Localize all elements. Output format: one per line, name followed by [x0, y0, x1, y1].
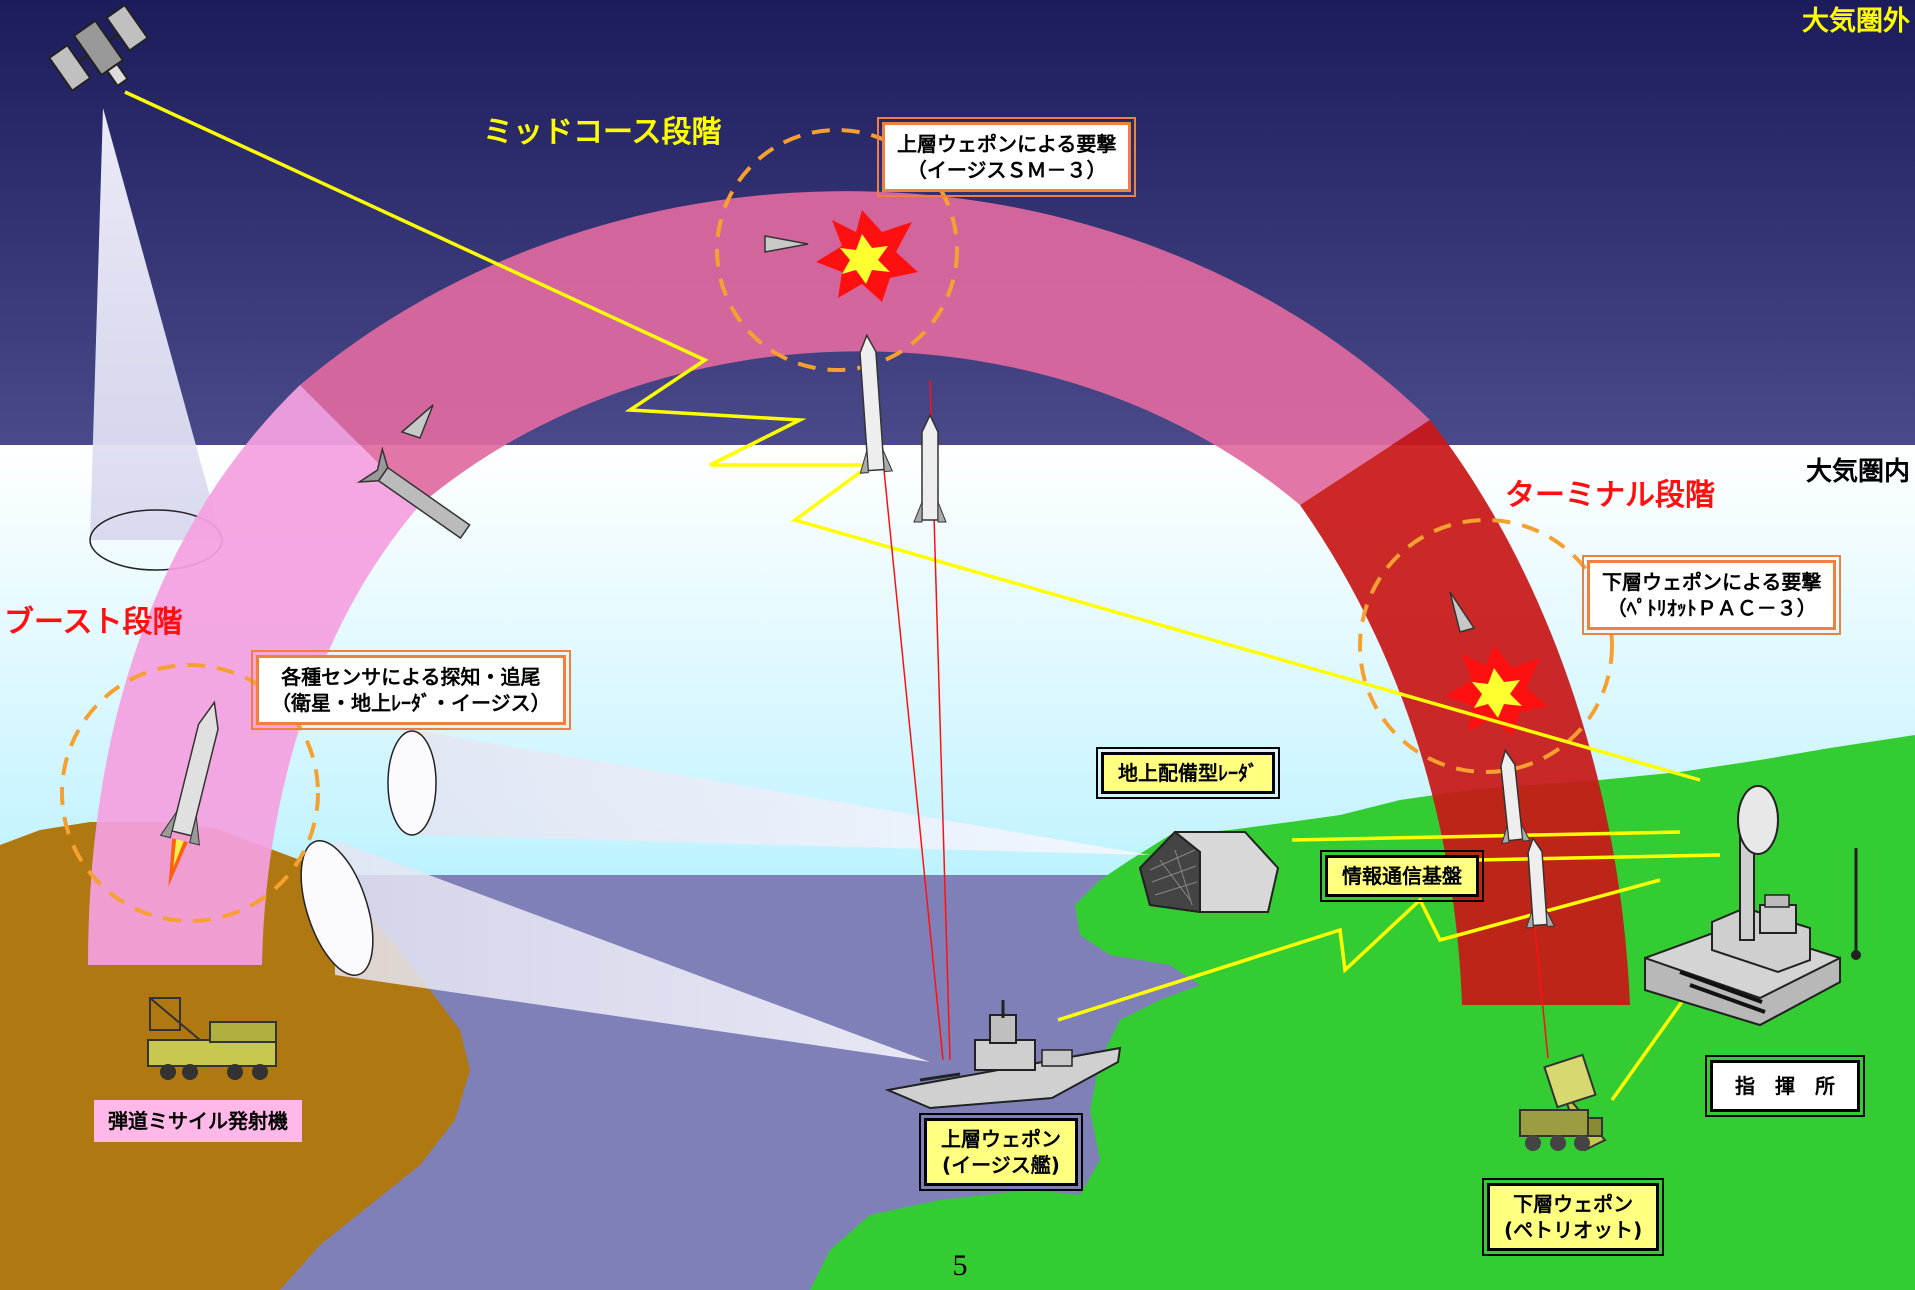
pac3-interceptor-1	[1500, 748, 1531, 844]
sensors-title: 各種センサによる探知・追尾	[281, 665, 541, 689]
satellite-icon	[47, 3, 149, 93]
sensors-callout: 各種センサによる探知・追尾 （衛星・地上ﾚｰﾀﾞ・イージス）	[251, 650, 571, 730]
phase-terminal-label: ターミナル段階	[1505, 478, 1715, 513]
upper-intercept-circle	[715, 128, 959, 372]
launcher-label: 弾道ミサイル発射機	[94, 1100, 302, 1142]
comm-hub-link	[1474, 853, 1721, 862]
lower-intercept-circle	[1358, 518, 1614, 774]
lower-weapon-label: 下層ウェポン (ペトリオット)	[1481, 1178, 1665, 1256]
aegis-beam-lower-end	[300, 840, 374, 976]
pac3-interceptor-2	[1525, 836, 1556, 929]
tel-launcher-icon	[147, 997, 277, 1080]
warhead-icon-ascent	[400, 404, 434, 439]
patriot-launcher-icon	[1519, 1053, 1607, 1152]
warhead-icon-midcourse	[764, 235, 809, 253]
lower-weapon-title: 下層ウェポン	[1513, 1192, 1634, 1216]
satellite-link	[124, 90, 1701, 782]
ballistic-missile-icon	[159, 700, 219, 887]
lower-intercept-subtitle: （ﾍﾟﾄﾘｵｯﾄＰＡＣ－３）	[1606, 596, 1817, 620]
phase-boost-label: ブースト段階	[4, 605, 183, 640]
upper-weapon-title: 上層ウェポン	[941, 1127, 1061, 1151]
radar-link	[1291, 830, 1681, 842]
aegis-beam-lower	[335, 840, 930, 1062]
satellite-sensor-beam	[90, 108, 222, 540]
zone-outside-label: 大気圏外	[1802, 5, 1910, 37]
command-post-label: 指 揮 所	[1705, 1055, 1865, 1117]
comm-base-label: 情報通信基盤	[1320, 850, 1484, 902]
command-post-icon	[1644, 785, 1861, 1027]
page-number: 5	[953, 1249, 968, 1282]
sm3-interceptor-2	[913, 413, 947, 523]
boost-detect-circle	[60, 663, 320, 923]
lower-intercept-callout: 下層ウェポンによる要撃 （ﾍﾟﾄﾘｵｯﾄＰＡＣ－３）	[1581, 555, 1842, 635]
sensors-subtitle: （衛星・地上ﾚｰﾀﾞ・イージス）	[271, 691, 551, 715]
warhead-icon-terminal	[1449, 591, 1476, 633]
lower-intercept-title: 下層ウェポンによる要撃	[1602, 570, 1822, 594]
upper-intercept-title: 上層ウェポンによる要撃	[897, 132, 1117, 156]
ground-radar-label: 地上配備型ﾚｰﾀﾞ	[1096, 747, 1280, 799]
zone-inside-label: 大気圏内	[1806, 456, 1910, 487]
lower-weapon-subtitle: (ペトリオット)	[1504, 1218, 1643, 1242]
sm3-interceptor-1	[859, 333, 894, 474]
booster-stage-icon	[356, 446, 471, 540]
ship-link	[1057, 878, 1661, 1022]
lower-explosion-core	[1472, 668, 1522, 718]
comm-links	[124, 90, 1742, 1102]
phase-midcourse-label: ミッドコース段階	[483, 115, 722, 150]
aegis-ship-icon	[884, 1000, 1122, 1110]
land-right	[810, 735, 1915, 1290]
aegis-beam-upper	[415, 730, 1150, 855]
ground-radar-icon	[1138, 830, 1280, 914]
upper-weapon-subtitle: (イージス艦)	[942, 1153, 1060, 1177]
upper-explosion-core	[840, 234, 890, 284]
aegis-beam-upper-end	[387, 730, 437, 836]
upper-intercept-subtitle: （イージスＳＭ－３）	[906, 158, 1107, 182]
upper-weapon-label: 上層ウェポン (イージス艦)	[919, 1113, 1083, 1191]
upper-intercept-callout: 上層ウェポンによる要撃 （イージスＳＭ－３）	[876, 117, 1137, 197]
